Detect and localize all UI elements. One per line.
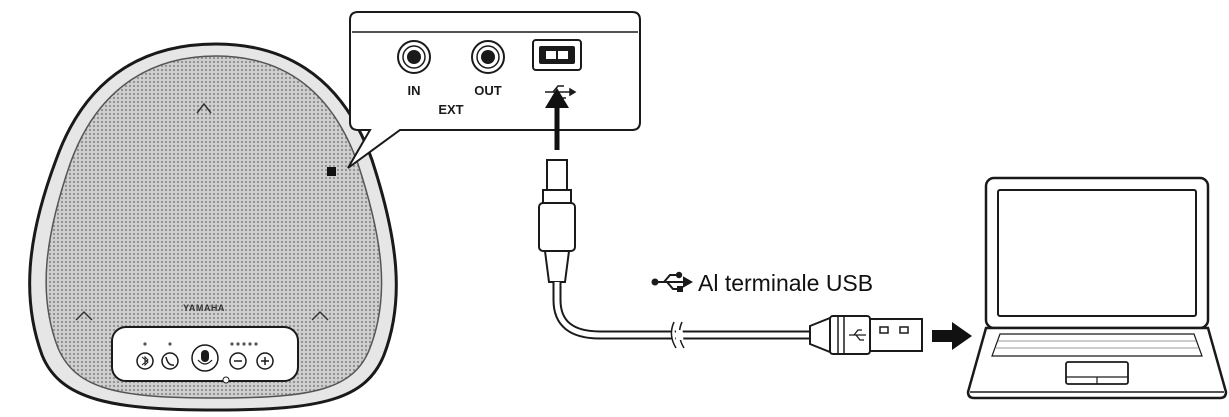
- ext-out-jack: [471, 40, 505, 74]
- bluetooth-icon: [141, 355, 149, 367]
- call-button[interactable]: [161, 352, 179, 370]
- speaker-brand-label: YAMAHA: [183, 303, 225, 313]
- led-dot: [242, 342, 246, 346]
- led-dot: [230, 342, 234, 346]
- small-indicator: [222, 376, 230, 384]
- keyboard-keys: [996, 340, 1199, 349]
- led-dot: [254, 342, 258, 346]
- ext-in-label: IN: [408, 83, 421, 98]
- volume-down-button[interactable]: [229, 352, 247, 370]
- usb-port: [532, 39, 582, 71]
- insert-arrow: [545, 88, 569, 150]
- mic-marker-right: [311, 310, 329, 321]
- ext-in-jack: [397, 40, 431, 74]
- speakerphone: YAMAHA: [28, 42, 398, 412]
- usb-caption: Al terminale USB: [651, 270, 873, 296]
- plus-icon: [261, 357, 269, 365]
- usb-a-plug: [809, 315, 923, 355]
- volume-up-button[interactable]: [256, 352, 274, 370]
- phone-icon: [165, 356, 175, 366]
- bluetooth-button[interactable]: [136, 352, 154, 370]
- laptop-keyboard: [991, 333, 1203, 357]
- mic-marker-left: [75, 310, 93, 321]
- usb-caption-text: Al terminale USB: [698, 270, 873, 296]
- led-dot: [248, 342, 252, 346]
- ext-group-label: EXT: [438, 102, 463, 117]
- led-dot: [168, 342, 172, 346]
- usb-cable: [538, 159, 923, 355]
- microphone-icon: [201, 350, 209, 362]
- led-dot: [143, 342, 147, 346]
- laptop-screen: [997, 189, 1197, 317]
- speaker-grille: [45, 55, 383, 399]
- mini-usb-plug: [538, 159, 576, 283]
- arrow-right-icon: [932, 322, 972, 350]
- mic-marker-top: [196, 102, 212, 114]
- led-dot: [236, 342, 240, 346]
- port-callout: IN OUT EXT: [347, 11, 641, 169]
- usb-trident-icon: [849, 329, 866, 341]
- status-indicator: [327, 167, 336, 176]
- usb-trident-icon: [651, 271, 694, 292]
- laptop: [966, 176, 1228, 400]
- ext-out-label: OUT: [474, 83, 502, 98]
- mute-button[interactable]: [191, 344, 219, 372]
